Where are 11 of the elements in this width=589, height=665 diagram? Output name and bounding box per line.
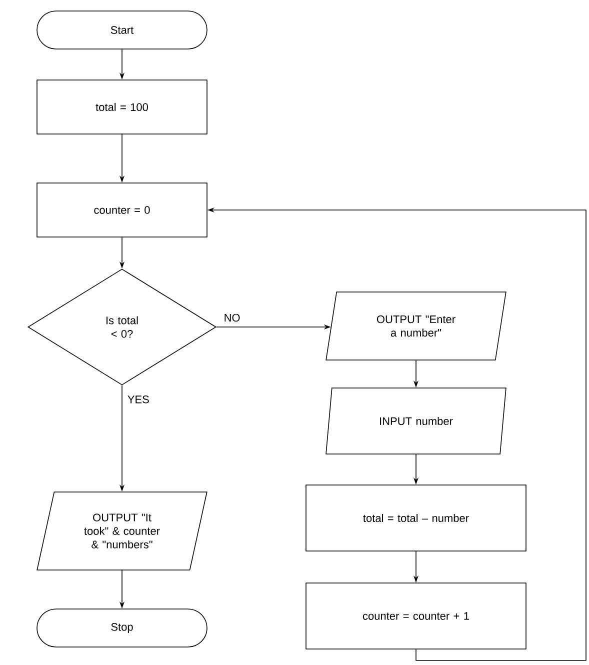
io-parallelogram: OUTPUT "Enter a number" — [326, 292, 506, 360]
process-box: total = total – number — [306, 484, 526, 552]
process-box: total = 100 — [36, 80, 208, 134]
terminal-box: Start — [36, 10, 208, 50]
io-parallelogram: OUTPUT "It took" & counter & "numbers" — [36, 492, 208, 570]
process-box: counter = 0 — [36, 182, 208, 238]
process-box: counter = counter + 1 — [306, 582, 526, 650]
edge-label: YES — [126, 394, 150, 404]
terminal-box: Stop — [36, 608, 208, 648]
io-parallelogram: INPUT number — [326, 388, 506, 454]
edge-label: NO — [222, 312, 242, 323]
